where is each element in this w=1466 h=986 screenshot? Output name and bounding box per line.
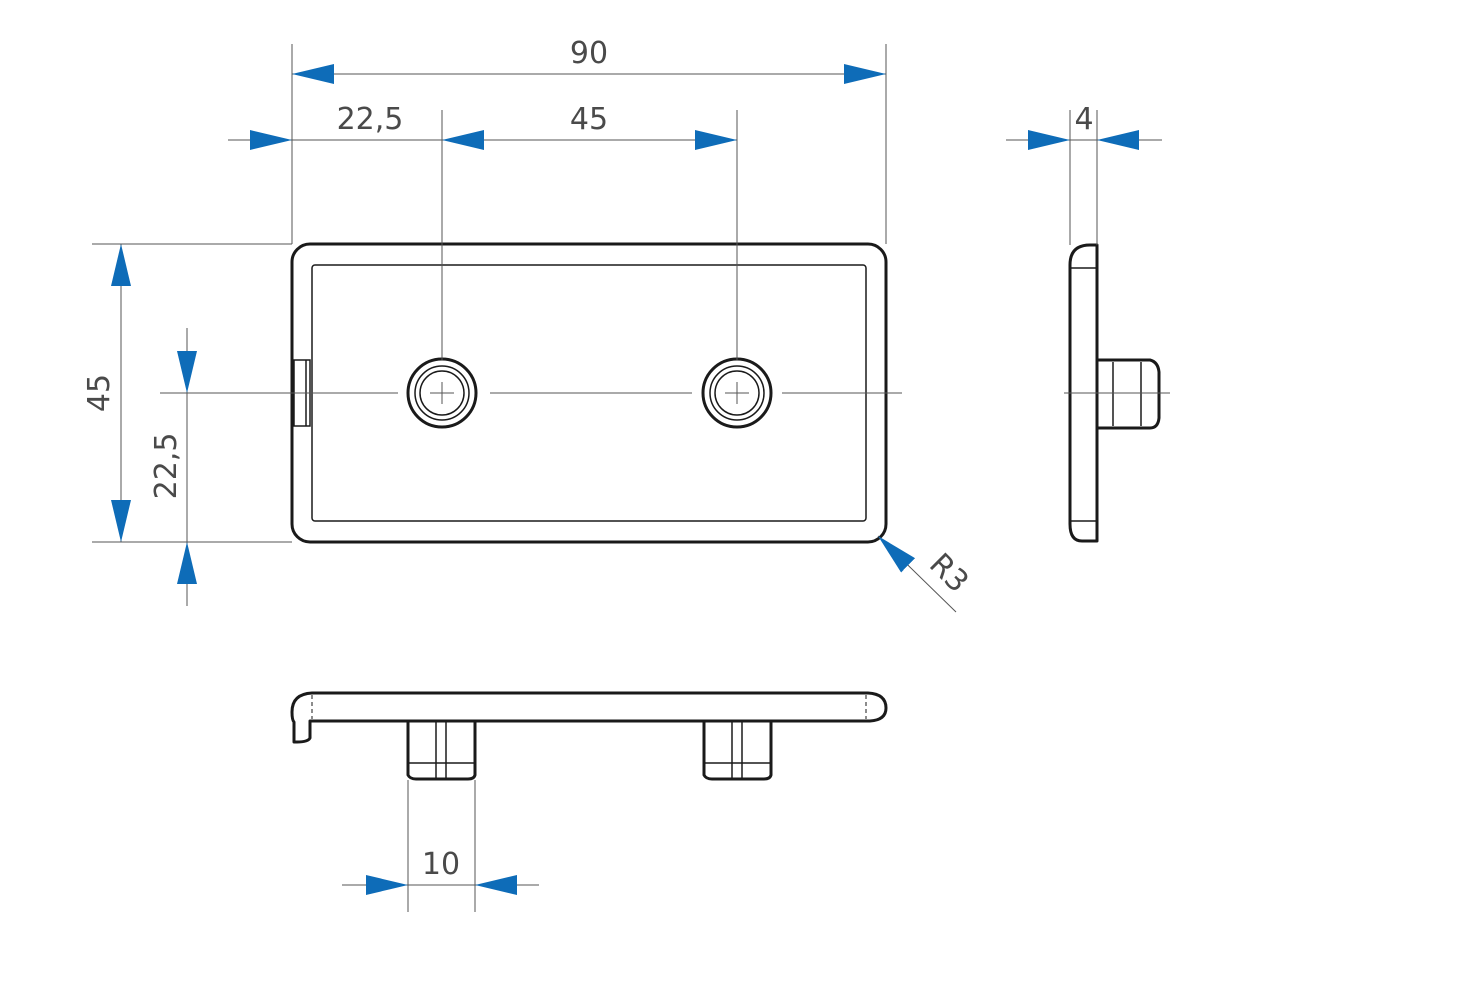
side-view <box>1064 243 1170 543</box>
bottom-plate-outline <box>290 691 888 744</box>
bottom-view <box>290 691 888 781</box>
dimension-plate-thickness: 4 <box>1006 102 1162 150</box>
dimension-overall-width: 90 <box>292 36 886 84</box>
dim-label-plate-thickness: 4 <box>1074 102 1093 137</box>
center-lines <box>160 382 902 404</box>
side-plug-outline <box>1097 358 1161 430</box>
dim-label-corner-radius: R3 <box>922 547 975 600</box>
dimension-hole-offset-x: 22,5 <box>228 102 442 150</box>
dim-label-plug-width: 10 <box>422 847 460 882</box>
bottom-plug-left <box>406 721 477 781</box>
dim-label-overall-height: 45 <box>82 374 117 412</box>
extension-lines <box>92 44 1098 912</box>
dimension-hole-spacing: 45 <box>442 102 737 150</box>
dimension-hole-offset-y: 22,5 <box>149 328 197 606</box>
bottom-plug-right <box>702 721 773 781</box>
dimension-plug-width: 10 <box>342 847 539 895</box>
dimension-corner-radius: R3 <box>877 535 975 613</box>
dim-label-hole-spacing: 45 <box>570 102 608 137</box>
dim-label-hole-offset-y: 22,5 <box>149 433 184 500</box>
side-plate-outline <box>1068 243 1099 543</box>
dimension-overall-height: 45 <box>82 244 131 542</box>
dim-label-hole-offset-x: 22,5 <box>337 102 404 137</box>
front-view <box>160 242 902 544</box>
dim-label-overall-width: 90 <box>570 36 608 71</box>
